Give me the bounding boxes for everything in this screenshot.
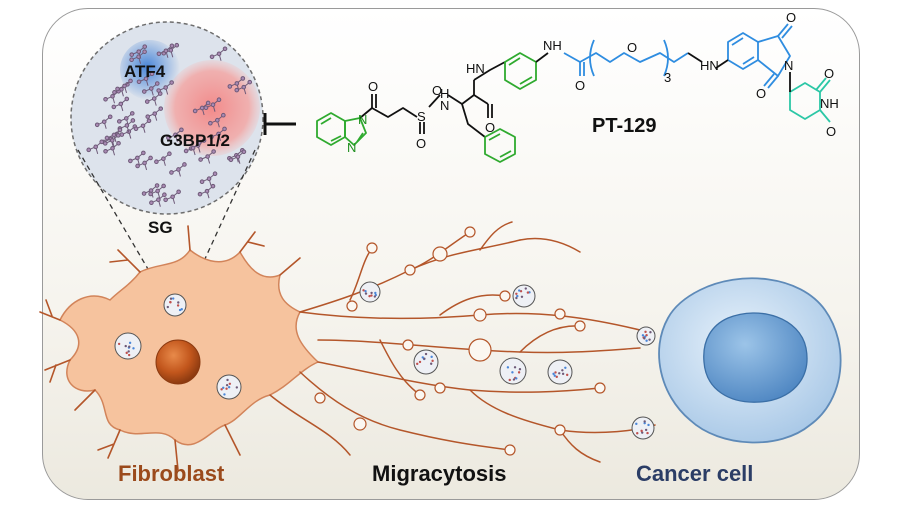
granule-molecule — [156, 43, 175, 58]
granule-molecule — [163, 189, 181, 204]
stress-granule — [547, 359, 573, 385]
granule-molecule — [141, 81, 160, 96]
granule-molecule — [145, 106, 164, 121]
granule-molecule — [209, 126, 227, 142]
stress-granule-zoom: ATF4 G3BP1/2 SG — [70, 21, 264, 299]
retraction-fibers — [269, 221, 656, 463]
svg-text:HN: HN — [700, 58, 719, 73]
svg-text:O: O — [432, 83, 442, 98]
granule-molecule — [234, 79, 253, 95]
svg-text:N: N — [440, 98, 449, 113]
granule-molecule — [128, 150, 146, 166]
stress-granule — [216, 374, 242, 400]
svg-text:S: S — [417, 109, 426, 124]
g3bp-label: G3BP1/2 — [160, 131, 230, 150]
cancer-cell-label: Cancer cell — [636, 461, 753, 486]
granule-molecule — [111, 96, 130, 112]
granule-molecule — [103, 140, 121, 156]
granule-molecule — [144, 91, 163, 106]
granule-molecule — [227, 76, 246, 91]
granule-molecule — [133, 118, 152, 133]
pt129-structure — [316, 23, 831, 163]
granule-molecule — [86, 139, 104, 154]
stress-granule — [499, 357, 527, 385]
granule-molecule — [115, 78, 133, 94]
granule-molecule — [198, 149, 216, 164]
granule-molecule — [116, 111, 135, 126]
granule-molecule — [102, 133, 121, 148]
stress-granule-particles — [114, 281, 656, 440]
svg-text:O: O — [416, 136, 426, 151]
stress-granule — [114, 332, 142, 360]
granule-molecule — [148, 183, 166, 199]
granule-molecule — [135, 155, 153, 171]
stress-granule — [359, 281, 381, 303]
svg-text:O: O — [756, 86, 766, 101]
fibroblast-label: Fibroblast — [118, 461, 225, 486]
svg-text:NH: NH — [543, 38, 562, 53]
svg-text:O: O — [485, 120, 495, 135]
granule-molecule — [166, 127, 184, 142]
svg-text:O: O — [786, 10, 796, 25]
granule-molecule — [129, 44, 148, 59]
granule-molecule — [154, 151, 172, 166]
stress-granule — [512, 284, 536, 308]
granule-molecule — [169, 162, 187, 177]
atom-labels: N N O S O O H N HN O NH O O 3 HN O O N O… — [347, 10, 839, 155]
stress-granule — [413, 349, 439, 375]
svg-text:N: N — [347, 140, 356, 155]
svg-text:N: N — [358, 112, 367, 127]
granule-molecule — [141, 183, 160, 198]
granule-molecule — [136, 71, 155, 86]
granule-molecule — [149, 192, 167, 207]
granule-molecule — [208, 112, 226, 128]
migrasome-bubbles — [314, 226, 606, 456]
svg-text:O: O — [627, 40, 637, 55]
fibroblast-cell — [39, 225, 320, 471]
granule-molecule — [197, 183, 216, 199]
svg-text:O: O — [824, 66, 834, 81]
granule-molecule — [156, 80, 174, 95]
granule-molecule — [192, 100, 211, 116]
svg-text:NH: NH — [820, 96, 839, 111]
stress-granule — [636, 326, 656, 346]
granule-molecule — [203, 97, 222, 112]
granule-molecule — [103, 88, 121, 104]
granule-molecule — [104, 127, 123, 143]
stress-granule — [631, 416, 655, 440]
cancer-cell-nucleus — [703, 312, 808, 403]
svg-text:O: O — [826, 124, 836, 139]
stress-granule — [163, 293, 187, 317]
svg-text:H: H — [440, 86, 449, 101]
inhibition-symbol — [263, 113, 296, 135]
svg-text:O: O — [575, 78, 585, 93]
cancer-cell — [658, 277, 842, 444]
svg-text:O: O — [368, 79, 378, 94]
fibroblast-filopodia — [39, 225, 301, 471]
svg-text:N: N — [784, 58, 793, 73]
svg-text:3: 3 — [664, 70, 671, 85]
granule-molecule — [94, 114, 113, 129]
granule-molecules — [86, 42, 253, 207]
compound-label: PT-129 — [592, 115, 656, 137]
granule-molecule — [228, 149, 247, 164]
migracytosis-label: Migracytosis — [372, 461, 507, 486]
granule-molecule — [209, 46, 228, 61]
sg-label: SG — [148, 218, 173, 237]
granule-molecule — [183, 140, 202, 156]
fibroblast-nucleus — [155, 339, 201, 385]
granule-molecule — [199, 171, 218, 186]
zoom-line-left — [77, 149, 166, 299]
atf4-label: ATF4 — [124, 62, 166, 81]
svg-text:HN: HN — [466, 61, 485, 76]
